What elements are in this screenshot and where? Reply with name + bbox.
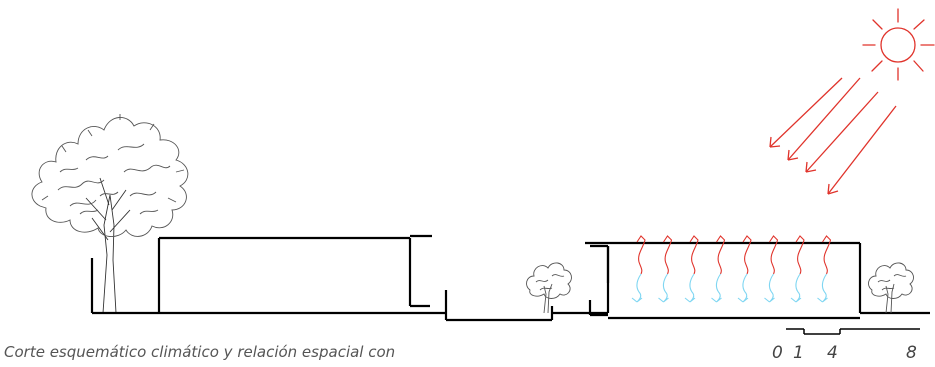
sun-disc bbox=[880, 27, 916, 63]
airflow-arrows bbox=[631, 235, 832, 303]
cool-air-stroke bbox=[631, 273, 643, 303]
warm-air-stroke bbox=[689, 235, 699, 275]
figure-caption: Corte esquemático climático y relación e… bbox=[4, 343, 396, 361]
scale-label-8: 8 bbox=[906, 343, 917, 363]
sun-icon bbox=[862, 8, 935, 81]
warm-air-stroke bbox=[742, 235, 752, 275]
scale-label-0: 0 bbox=[772, 343, 783, 363]
sun-ray-arrow bbox=[787, 77, 861, 161]
warm-air-stroke bbox=[795, 235, 805, 275]
warm-air-stroke bbox=[769, 235, 779, 275]
shrub-icon bbox=[526, 262, 572, 314]
tree-trunk bbox=[102, 194, 117, 314]
cool-air-stroke bbox=[658, 273, 669, 303]
warm-air-stroke bbox=[663, 235, 673, 275]
shrub-icon bbox=[868, 262, 914, 314]
cool-air-stroke bbox=[684, 273, 696, 303]
cool-air-stroke bbox=[764, 273, 775, 303]
tree-canopy bbox=[31, 117, 189, 237]
scale-label-1: 1 bbox=[793, 343, 804, 363]
right-building-section bbox=[585, 241, 930, 320]
warm-air-stroke bbox=[716, 235, 726, 275]
sun-ray-arrow bbox=[769, 77, 843, 148]
cool-air-stroke bbox=[711, 273, 722, 303]
sunlight-arrows bbox=[769, 77, 897, 195]
scale-label-4: 4 bbox=[827, 343, 838, 363]
scale-bar bbox=[786, 328, 920, 335]
sun-ray-arrow bbox=[805, 91, 879, 173]
sun-rays-short bbox=[862, 8, 935, 81]
cool-air-stroke bbox=[790, 273, 802, 303]
warm-air-stroke bbox=[822, 235, 832, 275]
warm-air-stroke bbox=[636, 235, 646, 275]
sun-ray-arrow bbox=[827, 105, 897, 195]
cool-air-stroke bbox=[817, 273, 828, 303]
tree-icon bbox=[31, 114, 189, 314]
cool-air-stroke bbox=[737, 273, 749, 303]
left-building-section bbox=[90, 234, 608, 322]
